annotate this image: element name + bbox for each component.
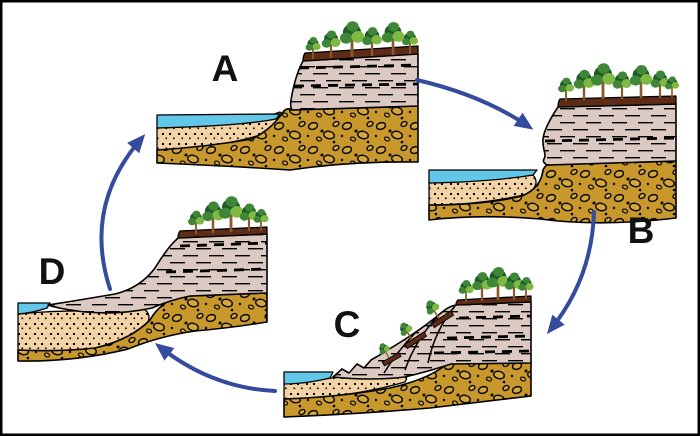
stage-d-illustration [17, 196, 269, 362]
tree-icon [629, 65, 653, 98]
water [428, 169, 538, 184]
silt-cliff [289, 53, 419, 111]
topsoil-layer [455, 295, 532, 306]
gravel-layer [17, 292, 268, 362]
water [17, 302, 51, 315]
water [156, 113, 281, 129]
topsoil-layer [557, 95, 677, 108]
bedding-line [298, 63, 419, 70]
tree-icon [558, 77, 575, 101]
arrow-c-to-d [154, 343, 277, 393]
tree-icon [612, 71, 632, 99]
topsoil-cap [430, 310, 455, 329]
stage-label-c: C [334, 304, 361, 345]
stage-a-illustration [156, 21, 419, 171]
bedding-line [179, 241, 268, 248]
arrow-d-to-a [99, 134, 146, 291]
bedding-line [544, 136, 677, 143]
stage-label-b: B [628, 210, 655, 251]
stage-c-illustration [283, 267, 534, 418]
tree-icon [218, 196, 244, 232]
silt-cliff [542, 103, 677, 166]
bedding-line [293, 82, 419, 88]
tree-icon [573, 69, 595, 100]
topsoil-layer [177, 226, 268, 239]
stage-label-a: A [212, 48, 239, 89]
stage-b-illustration [428, 63, 680, 224]
tree-icon [590, 63, 616, 99]
tree-icon [202, 201, 224, 233]
stage-label-d: D [39, 251, 66, 292]
slump-failure-line [404, 316, 438, 371]
topsoil-cap [403, 331, 428, 350]
bedding-line [458, 314, 532, 320]
water [283, 371, 334, 385]
arrow-a-to-b [415, 78, 534, 130]
slump-block-cap [422, 297, 455, 329]
slump-block-cap [376, 340, 402, 367]
bedding-line [446, 334, 532, 340]
slump-block-cap [396, 319, 428, 350]
arrow-b-to-c [546, 210, 596, 334]
slump-failure-line [427, 305, 456, 364]
tree-icon [472, 272, 492, 301]
topsoil-cap [381, 351, 402, 367]
